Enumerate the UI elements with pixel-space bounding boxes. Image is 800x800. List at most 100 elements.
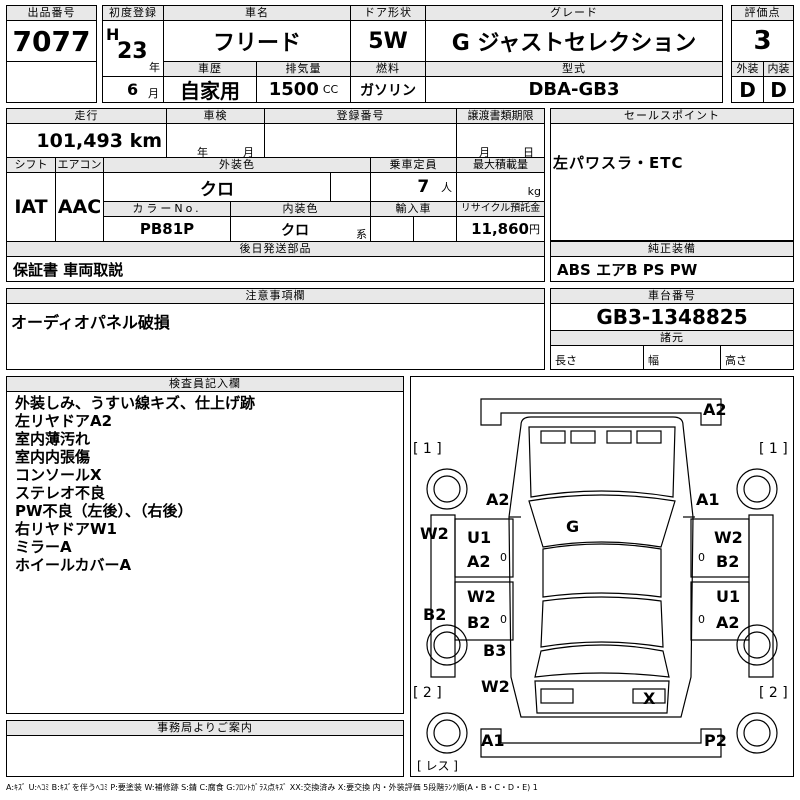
mark-b2-rd: B2	[716, 552, 740, 571]
mileage: 101,493 km	[6, 123, 167, 158]
dims-length: 長さ	[550, 345, 644, 370]
legend: A:ｷｽﾞ U:ﾍｺﾐ B:ｷｽﾞを伴うﾍｺﾐ P:要塗装 W:補修跡 S:錆 …	[6, 783, 538, 792]
resu-label: [ レス ]	[417, 759, 458, 773]
mileage-label: 走行	[6, 108, 167, 124]
wheel-label-1l: [ 1 ]	[413, 441, 442, 457]
note-line: ミラーA	[15, 538, 72, 556]
int-score: D	[763, 76, 794, 103]
mark-w2-l: W2	[420, 524, 449, 543]
recycle-label: リサイクル預託金	[456, 201, 545, 217]
first-reg-year: H 23 年	[102, 20, 164, 77]
mark-p2: P2	[704, 731, 727, 750]
caution: オーディオパネル破損	[6, 303, 545, 370]
grade: G ジャストセレクション	[425, 20, 723, 62]
load: kg	[456, 172, 545, 202]
note-line: ホイールカバーA	[15, 556, 132, 574]
door-type: 5W	[350, 20, 426, 62]
mark-w2-lr: W2	[467, 587, 496, 606]
fuel-label: 燃料	[350, 61, 426, 77]
displacement: 1500 CC	[256, 76, 351, 103]
capacity: 7 人	[370, 172, 457, 202]
ext-score: D	[731, 76, 764, 103]
import-label: 輸入車	[370, 201, 457, 217]
load-unit: kg	[527, 185, 541, 198]
office-label: 事務局よりご案内	[6, 720, 404, 736]
first-reg-label: 初度登録	[102, 5, 164, 21]
history-label: 車歴	[163, 61, 257, 77]
ac-label: エアコン	[55, 157, 104, 173]
score: 3	[731, 20, 794, 62]
reg-year: 23	[117, 39, 148, 64]
month-unit: 月	[148, 87, 159, 100]
mark-b2-lr: B2	[467, 613, 491, 632]
zero-mark: 0	[698, 613, 705, 626]
note-line: 室内内張傷	[15, 448, 91, 466]
mark-a1-rf: A1	[696, 490, 720, 509]
wheel-label-2l: [ 2 ]	[413, 685, 442, 701]
note-line: PW不良（左後）、（右後）	[15, 502, 193, 520]
ac: AAC	[55, 172, 104, 242]
equipment-label: 純正装備	[550, 241, 794, 257]
lot-label: 出品番号	[6, 5, 97, 21]
wheel-label-1r: [ 1 ]	[759, 441, 788, 457]
shift-label: シフト	[6, 157, 56, 173]
wheel-label-2r: [ 2 ]	[759, 685, 788, 701]
interior-color-label: 内装色	[230, 201, 371, 217]
color: クロ	[103, 172, 331, 202]
inspector-box: 検査員記入欄 外装しみ、うすい線キズ、仕上げ跡 左リヤドアA2 室内薄汚れ 室内…	[6, 376, 404, 714]
interior-color-unit: 系	[356, 228, 367, 241]
mark-a2-lf: A2	[486, 490, 510, 509]
transfer-deadline: 月 日	[456, 123, 545, 159]
history: 自家用	[163, 76, 257, 103]
mark-a2-rr: A2	[716, 613, 740, 632]
first-reg-month: 6 月	[102, 76, 164, 103]
mark-a1-bottom: A1	[481, 731, 505, 750]
damage-diagram: A2 G A2 A1 W2 U1 A2 W2 B2 B2 W2 B2 U1 A2…	[410, 376, 794, 777]
sales-point-label: セールスポイント	[550, 108, 794, 124]
note-line: ステレオ不良	[15, 484, 106, 502]
later-parts: 保証書 車両取説	[6, 256, 545, 282]
int-label: 内装	[763, 61, 794, 77]
note-line: 室内薄汚れ	[15, 430, 91, 448]
zero-mark: 0	[698, 551, 705, 564]
interior-color: クロ 系	[230, 216, 371, 242]
fuel: ガソリン	[350, 76, 426, 103]
inspection: 年 月	[166, 123, 265, 159]
note-line: 左リヤドアA2	[15, 412, 113, 430]
color-extra	[330, 172, 371, 202]
chassis-label: 車台番号	[550, 288, 794, 304]
mark-u1-rr: U1	[716, 587, 741, 606]
color-no-label: カラーNo.	[103, 201, 231, 217]
mark-w2-lb: W2	[481, 677, 510, 696]
car-name-label: 車名	[163, 5, 351, 21]
dims-label: 諸元	[550, 330, 794, 346]
lot-number: 7077	[6, 20, 97, 62]
car-name: フリード	[163, 20, 351, 62]
year-unit: 年	[149, 61, 160, 74]
ext-label: 外装	[731, 61, 764, 77]
mark-w2-rd: W2	[714, 528, 743, 547]
mark-a2-ld: A2	[467, 552, 491, 571]
inspector-label: 検査員記入欄	[7, 377, 403, 392]
equipment: ABS エアB PS PW	[550, 256, 794, 282]
zero-mark: 0	[500, 613, 507, 626]
transfer-day-unit: 日	[523, 146, 534, 159]
mark-u1-ld: U1	[467, 528, 492, 547]
inspection-label: 車検	[166, 108, 265, 124]
lot-blank	[6, 61, 97, 103]
dims-height: 高さ	[720, 345, 794, 370]
mark-a2-top: A2	[703, 400, 727, 419]
grade-label: グレード	[425, 5, 723, 21]
era: H	[106, 25, 120, 44]
note-line: 右リヤドアW1	[15, 520, 117, 538]
model-label: 型式	[425, 61, 723, 77]
car-outline	[426, 398, 778, 758]
mark-b2-l: B2	[423, 605, 447, 624]
import-value	[370, 216, 414, 242]
zero-mark: 0	[500, 551, 507, 564]
cc-unit: CC	[322, 83, 339, 96]
reg-month: 6	[127, 80, 139, 99]
chassis-number: GB3-1348825	[550, 303, 794, 331]
shift: IAT	[6, 172, 56, 242]
inspection-month-unit: 月	[243, 146, 254, 159]
